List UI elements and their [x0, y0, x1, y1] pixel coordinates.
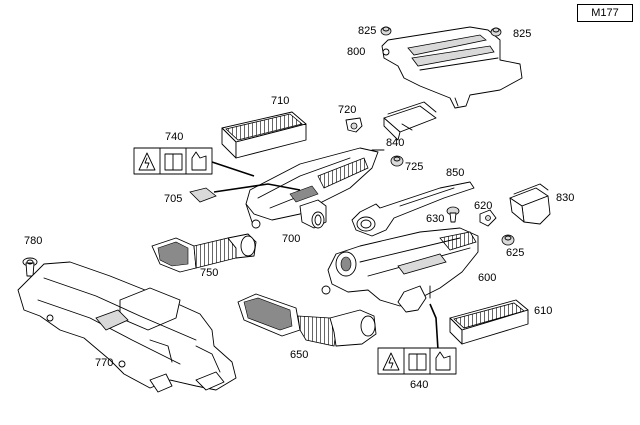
cover-nut-right-part[interactable] — [490, 27, 502, 37]
part-label-710: 710 — [271, 95, 289, 107]
part-label-825-right: 825 — [513, 28, 531, 40]
air-filter-housing-700-part[interactable] — [245, 147, 385, 229]
leader-705 — [213, 183, 301, 193]
fastener-630-part[interactable] — [446, 206, 460, 223]
part-label-600: 600 — [478, 272, 496, 284]
part-label-630: 630 — [426, 213, 444, 225]
part-label-840: 840 — [386, 137, 404, 149]
part-label-620: 620 — [474, 200, 492, 212]
clip-720-part[interactable] — [345, 117, 363, 133]
nut-725-part[interactable] — [390, 155, 404, 167]
small-cover-840-part[interactable] — [383, 101, 437, 141]
part-label-800: 800 — [347, 46, 365, 58]
bracket-850-part[interactable] — [351, 181, 475, 237]
warning-label-640-part[interactable] — [377, 347, 457, 375]
end-cover-830-part[interactable] — [509, 183, 551, 225]
part-label-780: 780 — [24, 235, 42, 247]
clip-620-part[interactable] — [479, 209, 497, 227]
intake-duct-750-part[interactable] — [151, 233, 257, 273]
air-filter-housing-600-part[interactable] — [321, 227, 479, 313]
part-label-850: 850 — [446, 167, 464, 179]
pad-705-part[interactable] — [189, 187, 217, 203]
cover-nut-left-part[interactable] — [380, 26, 392, 36]
part-label-825-left: 825 — [358, 25, 376, 37]
part-label-625: 625 — [506, 247, 524, 259]
stud-780-part[interactable] — [22, 257, 38, 277]
diagram-code-label: M177 — [577, 4, 633, 22]
part-label-720: 720 — [338, 104, 356, 116]
air-filter-element-upper-part[interactable] — [221, 111, 307, 159]
part-label-705: 705 — [164, 193, 182, 205]
leader-740 — [211, 161, 255, 177]
leader-640 — [429, 303, 439, 351]
air-filter-element-lower-part[interactable] — [449, 299, 529, 345]
part-label-650: 650 — [290, 349, 308, 361]
intake-duct-650-part[interactable] — [237, 293, 377, 347]
warning-label-740-part[interactable] — [133, 147, 213, 175]
part-label-830: 830 — [556, 192, 574, 204]
part-label-640: 640 — [410, 379, 428, 391]
nut-625-part[interactable] — [501, 234, 515, 246]
part-label-610: 610 — [534, 305, 552, 317]
part-label-770: 770 — [95, 357, 113, 369]
engine-cover-part[interactable] — [381, 26, 523, 109]
intake-bracket-770-part[interactable] — [17, 261, 237, 393]
part-label-750: 750 — [200, 267, 218, 279]
part-label-740: 740 — [165, 131, 183, 143]
part-label-725: 725 — [405, 161, 423, 173]
part-label-700: 700 — [282, 233, 300, 245]
